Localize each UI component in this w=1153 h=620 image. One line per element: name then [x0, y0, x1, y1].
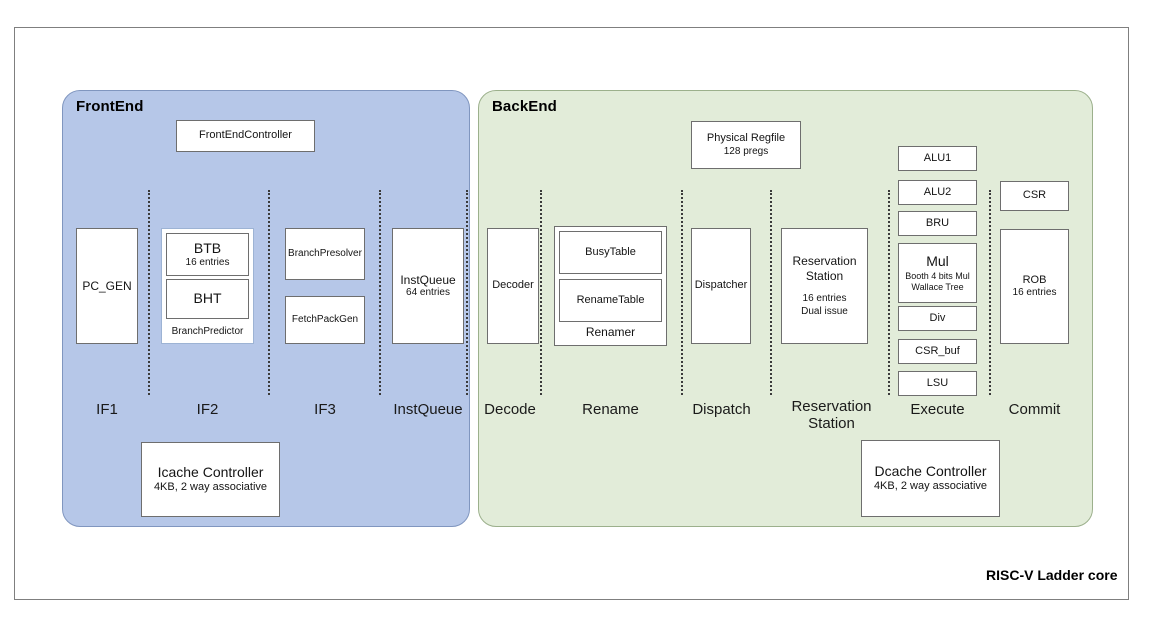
stage-label-dispatch: Dispatch: [692, 401, 751, 418]
unit-bru: BRU: [898, 211, 977, 236]
unit-label: CSR: [1022, 189, 1047, 202]
unit-frontend-controller: FrontEndController: [176, 120, 315, 152]
unit-label: InstQueue: [400, 272, 456, 287]
stage-label-decode: Decode: [484, 401, 536, 418]
unit-detail: 4KB, 2 way associative: [873, 480, 988, 493]
unit-label: Icache Controller: [157, 464, 264, 481]
unit-csr-buf: CSR_buf: [898, 339, 977, 364]
unit-physical-regfile: Physical Regfile 128 pregs: [691, 121, 801, 169]
unit-dcache-controller: Dcache Controller 4KB, 2 way associative: [861, 440, 1000, 517]
unit-detail: 16 entries: [185, 256, 230, 268]
stage-label-instqueue: InstQueue: [393, 401, 463, 418]
unit-mul: Mul Booth 4 bits Mul Wallace Tree: [898, 243, 977, 303]
stage-label-rename: Rename: [582, 401, 639, 418]
unit-pc-gen: PC_GEN: [76, 228, 138, 344]
unit-btb: BTB 16 entries: [166, 233, 249, 276]
unit-label-line1: Reservation: [792, 254, 857, 269]
unit-label: Decoder: [492, 279, 534, 292]
unit-alu2: ALU2: [898, 180, 977, 205]
unit-alu1: ALU1: [898, 146, 977, 171]
unit-detail-1: 16 entries: [802, 293, 847, 305]
unit-detail-1: Booth 4 bits Mul: [905, 270, 970, 281]
unit-label: ALU1: [923, 151, 952, 164]
unit-label: BTB: [193, 239, 222, 256]
stage-divider-if1-if2: [148, 190, 150, 395]
unit-label: Physical Regfile: [706, 132, 786, 145]
unit-label: Mul: [926, 253, 949, 270]
unit-label: Dispatcher: [694, 279, 748, 292]
unit-detail: 64 entries: [406, 287, 450, 299]
unit-label: RenameTable: [576, 293, 645, 306]
stage-label-commit: Commit: [1008, 401, 1061, 418]
unit-rename-table: RenameTable: [559, 279, 662, 322]
unit-csr: CSR: [1000, 181, 1069, 211]
unit-label: Div: [929, 311, 946, 324]
unit-detail-2: Wallace Tree: [911, 281, 964, 292]
unit-rob: ROB 16 entries: [1000, 229, 1069, 344]
stage-divider-instqueue-decode: [466, 190, 468, 395]
unit-label: ROB: [1022, 273, 1047, 286]
unit-label: Dcache Controller: [874, 463, 987, 480]
stage-label-if2: IF2: [196, 401, 219, 418]
unit-label: FetchPackGen: [291, 313, 359, 325]
unit-label: BranchPredictor: [171, 325, 244, 337]
unit-label-line2: Station: [805, 268, 844, 283]
unit-branch-presolver: BranchPresolver: [285, 228, 365, 280]
stage-label-reservation-station: Reservation Station: [791, 398, 872, 433]
unit-div: Div: [898, 306, 977, 331]
unit-label: FrontEndController: [199, 129, 292, 142]
unit-detail: 16 entries: [1012, 287, 1057, 299]
unit-label: BHT: [193, 290, 222, 307]
stage-label-execute: Execute: [910, 401, 965, 418]
unit-icache-controller: Icache Controller 4KB, 2 way associative: [141, 442, 280, 517]
unit-label: PC_GEN: [82, 278, 132, 293]
stage-divider-if3-instqueue: [379, 190, 381, 395]
unit-label: BRU: [925, 216, 950, 229]
stage-label-if3: IF3: [314, 401, 336, 418]
unit-detail: 4KB, 2 way associative: [153, 481, 268, 494]
unit-decoder: Decoder: [487, 228, 539, 344]
stage-divider-decode-rename: [540, 190, 542, 395]
unit-bht: BHT: [166, 279, 249, 319]
unit-busy-table: BusyTable: [559, 231, 662, 274]
unit-label: BusyTable: [585, 245, 636, 258]
unit-fetch-pack-gen: FetchPackGen: [285, 296, 365, 344]
unit-label: LSU: [926, 376, 949, 389]
unit-label: CSR_buf: [915, 344, 960, 357]
unit-detail-2: Dual issue: [801, 305, 848, 317]
unit-dispatcher: Dispatcher: [691, 228, 751, 344]
unit-reservation-station: Reservation Station 16 entries Dual issu…: [781, 228, 868, 344]
stage-label-if1: IF1: [96, 401, 118, 418]
stage-divider-execute-commit: [989, 190, 991, 395]
stage-divider-dispatch-rs: [770, 190, 772, 395]
stage-divider-rs-execute: [888, 190, 890, 395]
frontend-panel-title: FrontEnd: [76, 98, 144, 115]
diagram-caption: RISC-V Ladder core: [986, 567, 1118, 583]
unit-inst-queue: InstQueue 64 entries: [392, 228, 464, 344]
unit-label: ALU2: [923, 185, 952, 198]
unit-lsu: LSU: [898, 371, 977, 396]
unit-detail: 128 pregs: [723, 145, 769, 157]
unit-label: Renamer: [585, 325, 636, 340]
backend-panel-title: BackEnd: [492, 98, 557, 115]
unit-label: BranchPresolver: [288, 247, 362, 259]
stage-divider-if2-if3: [268, 190, 270, 395]
stage-divider-rename-dispatch: [681, 190, 683, 395]
